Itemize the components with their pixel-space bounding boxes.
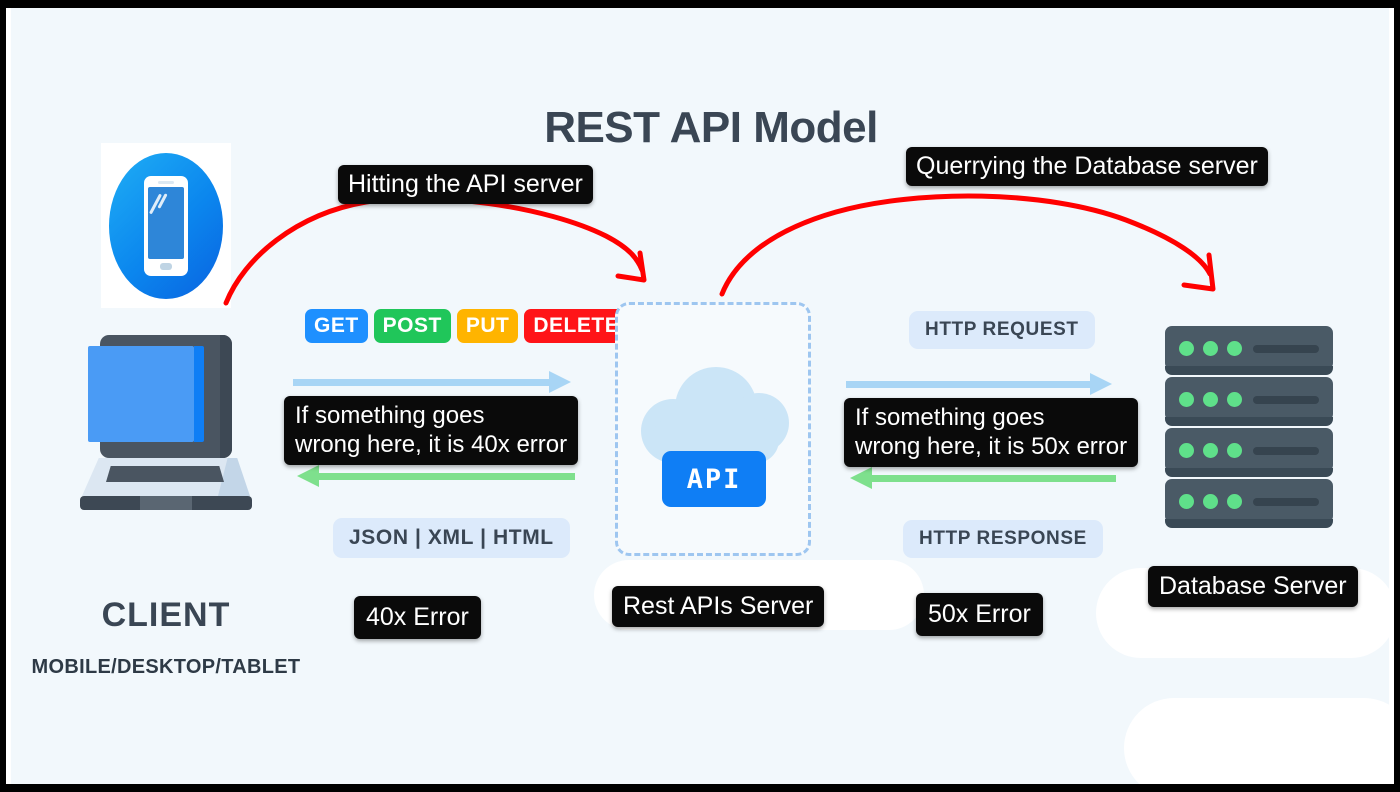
server-led (1203, 494, 1218, 509)
annotation-50x-note: If something goes wrong here, it is 50x … (844, 398, 1139, 467)
server-led (1179, 392, 1194, 407)
server-led (1203, 341, 1218, 356)
annotation-50x-error: 50x Error (916, 593, 1043, 636)
client-label: CLIENT (101, 596, 231, 634)
annotation-40x-error: 40x Error (354, 596, 481, 639)
server-rack-icon (1165, 326, 1333, 532)
laptop-trackpad-edge (140, 496, 192, 510)
rest-api-server-box: API (615, 302, 811, 556)
arrow-shaft (870, 475, 1116, 482)
server-unit (1165, 377, 1333, 426)
http-method-badges: GET POST PUT DELETE (305, 309, 629, 344)
server-led (1227, 392, 1242, 407)
annotation-querying-db: Querrying the Database server (906, 147, 1268, 186)
server-led (1179, 443, 1194, 458)
annotation-40x-note: If something goes wrong here, it is 40x … (284, 396, 579, 465)
arrow-db-to-api (846, 467, 1116, 489)
arrow-head (297, 465, 319, 487)
server-led (1227, 341, 1242, 356)
arrow-api-to-client (293, 465, 575, 487)
annotation-database-server: Database Server (1148, 566, 1358, 607)
response-formats-badge: JSON | XML | HTML (333, 518, 570, 558)
laptop-screen-shadow (194, 346, 204, 442)
method-badge-post[interactable]: POST (373, 309, 451, 344)
method-badge-delete[interactable]: DELETE (524, 309, 629, 344)
server-led (1227, 443, 1242, 458)
server-unit (1165, 479, 1333, 528)
red-arrowhead-api (615, 250, 647, 283)
phone-earpiece (158, 181, 174, 184)
http-response-badge: HTTP RESPONSE (903, 520, 1103, 558)
arrow-shaft (293, 379, 551, 386)
smartphone-icon (101, 143, 231, 308)
server-led (1203, 443, 1218, 458)
arrow-head (850, 467, 872, 489)
decorative-blob (1124, 698, 1394, 784)
laptop-screen (88, 346, 194, 442)
page-title: REST API Model (544, 103, 878, 152)
red-arc-api-to-db (719, 193, 1213, 297)
api-chip-label: API (662, 451, 766, 507)
phone-body (144, 176, 188, 276)
arrow-head (549, 371, 571, 393)
server-unit (1165, 326, 1333, 375)
red-arrowhead-db (1181, 252, 1216, 292)
server-led (1203, 392, 1218, 407)
server-led (1179, 341, 1194, 356)
method-badge-put[interactable]: PUT (456, 309, 519, 344)
red-arc-client-to-api (223, 195, 645, 306)
server-slot-bar (1253, 498, 1319, 506)
server-slot-bar (1253, 345, 1319, 353)
server-slot-bar (1253, 396, 1319, 404)
server-unit (1165, 428, 1333, 477)
arrow-head (1090, 373, 1112, 395)
arrow-shaft (317, 473, 575, 480)
phone-screen (148, 187, 184, 259)
arrow-shaft (846, 381, 1092, 388)
server-led (1227, 494, 1242, 509)
annotation-rest-apis-server: Rest APIs Server (612, 586, 825, 627)
phone-home-button (160, 263, 172, 270)
client-sublabel: MOBILE/DESKTOP/TABLET (31, 656, 301, 678)
annotation-hitting-api: Hitting the API server (338, 165, 593, 204)
laptop-keyboard (106, 466, 224, 482)
laptop-icon (78, 335, 253, 525)
arrow-client-to-api (293, 371, 573, 393)
cloud-icon (641, 367, 789, 463)
server-slot-bar (1253, 447, 1319, 455)
laptop-bezel-shadow (220, 335, 232, 458)
http-request-badge: HTTP REQUEST (909, 311, 1095, 349)
diagram-page: REST API Model CLIENT (6, 8, 1394, 784)
server-led (1179, 494, 1194, 509)
arrow-api-to-db (846, 373, 1114, 395)
method-badge-get[interactable]: GET (305, 309, 368, 344)
